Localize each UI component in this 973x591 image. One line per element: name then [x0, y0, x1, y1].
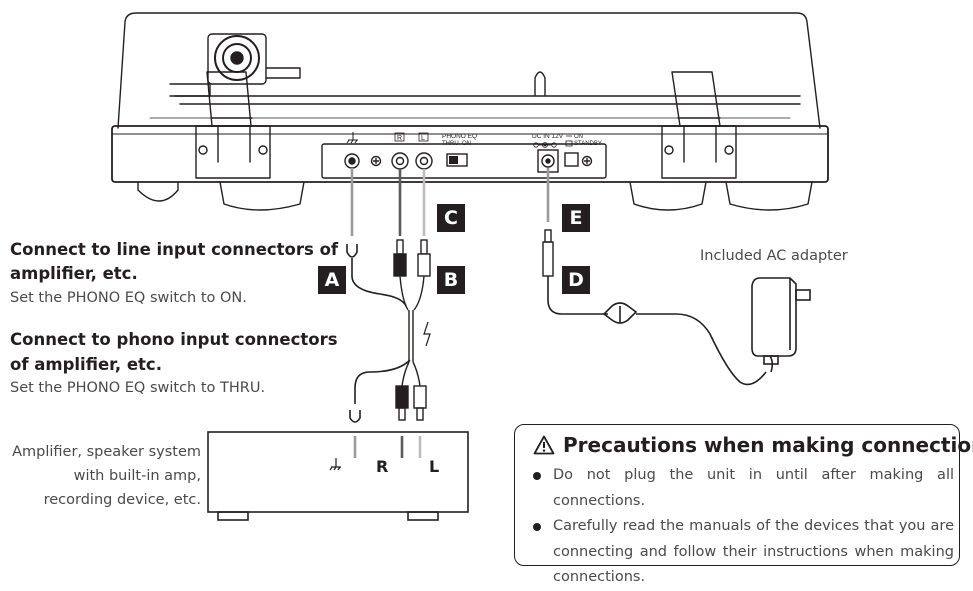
left-hinge — [195, 71, 271, 179]
dust-cover — [117, 12, 821, 129]
power-button-icons — [565, 133, 573, 147]
panel-ground-symbol — [346, 132, 358, 144]
bullet-icon — [533, 472, 541, 480]
precaution-item: Do not plug the unit in until after maki… — [529, 463, 954, 514]
line-input-heading-2: amplifier, etc. — [10, 264, 138, 283]
phono-input-note: Set the PHONO EQ switch to THRU. — [10, 380, 266, 396]
power-standby-label: STANDBY — [574, 141, 602, 147]
ground-terminal — [344, 153, 382, 169]
ac-adapter-label: Included AC adapter — [700, 248, 848, 264]
panel-mark-r: R — [397, 135, 402, 142]
precautions-box: Precautions when making connections Do n… — [514, 424, 973, 585]
precaution-text: Carefully read the manuals of the device… — [553, 518, 954, 585]
amplifier-connectors — [353, 436, 422, 458]
precautions-title: Precautions when making connections — [563, 433, 973, 457]
callout-b: B — [437, 266, 465, 294]
precautions-title-row: Precautions when making connections — [533, 433, 973, 457]
ground-icon — [329, 458, 341, 471]
bullet-icon — [533, 523, 541, 531]
panel-mark-l-box — [418, 132, 429, 142]
amplifier-l-label: L — [429, 457, 439, 476]
ground-wire — [346, 168, 411, 423]
amplifier-desc-line-2: with built-in amp, — [73, 468, 201, 484]
tonearm — [169, 33, 801, 105]
line-input-heading-1: Connect to line input connectors of — [10, 240, 339, 259]
power-switch[interactable] — [564, 152, 579, 167]
rca-jack-l — [415, 152, 433, 170]
amplifier-box — [207, 431, 469, 521]
warning-triangle-icon — [533, 435, 555, 455]
precaution-item: Carefully read the manuals of the device… — [529, 514, 954, 591]
panel-mark-r-box — [394, 132, 405, 142]
precautions-list: Do not plug the unit in until after maki… — [529, 463, 954, 591]
power-on-label: ON — [574, 134, 583, 140]
plinth — [111, 125, 829, 183]
dc-cable — [542, 168, 774, 386]
ac-adapter — [751, 277, 811, 365]
phono-eq-switch[interactable] — [446, 153, 468, 167]
amplifier-description: Amplifier, speaker system with built-in … — [12, 440, 201, 512]
amplifier-r-label: R — [376, 457, 388, 476]
callout-d: D — [562, 266, 590, 294]
phono-input-heading-2: of amplifier, etc. — [10, 355, 162, 374]
phono-eq-thru-label: THRU — [442, 141, 459, 147]
turntable-feet — [137, 181, 813, 211]
amplifier-desc-line-3: recording device, etc. — [43, 492, 201, 508]
callout-c: C — [437, 204, 465, 232]
precaution-text: Do not plug the unit in until after maki… — [553, 467, 954, 509]
phono-eq-label: PHONO EQ — [442, 133, 477, 140]
right-hinge — [661, 71, 737, 179]
dc-in-label: DC IN 12V — [532, 133, 564, 140]
callout-e: E — [562, 204, 590, 232]
amplifier-desc-line-1: Amplifier, speaker system — [12, 444, 201, 460]
panel-screw-icon — [581, 155, 593, 167]
panel-mark-l: L — [421, 135, 425, 142]
dc-polarity-icon — [533, 142, 557, 148]
callout-a: A — [318, 266, 346, 294]
rca-jack-r — [391, 152, 409, 170]
line-input-note: Set the PHONO EQ switch to ON. — [10, 290, 247, 306]
rear-connector-panel — [321, 143, 607, 179]
phono-input-heading-1: Connect to phono input connectors — [10, 330, 338, 349]
phono-eq-on-label: ON — [462, 141, 471, 147]
rca-cable — [393, 169, 431, 421]
